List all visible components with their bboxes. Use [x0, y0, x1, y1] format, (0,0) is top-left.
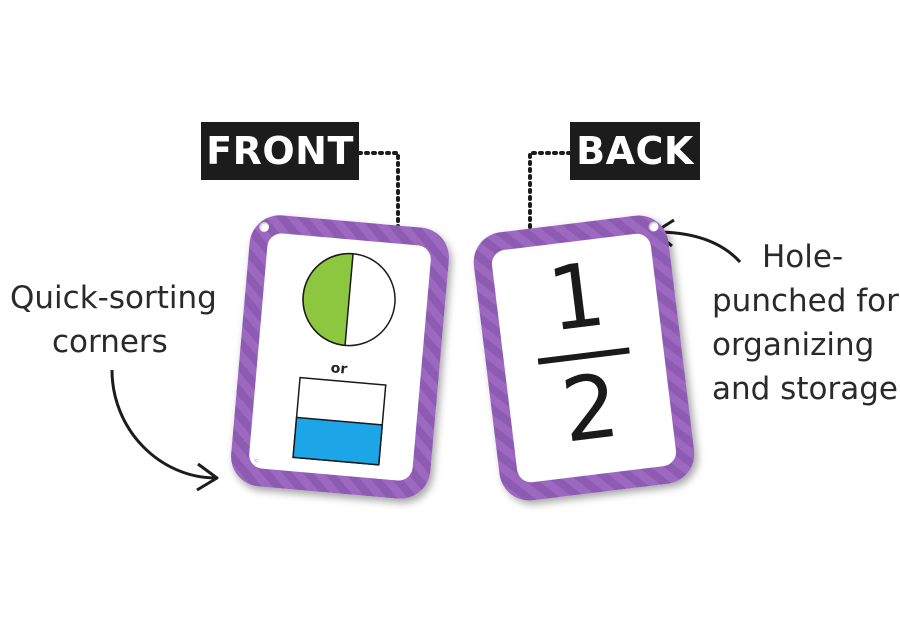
caption-line: organizing	[712, 327, 875, 363]
back-connector-line	[528, 151, 572, 240]
circle-filled-half	[302, 252, 354, 347]
hole-icon	[258, 221, 270, 233]
caption-line: corners	[52, 324, 168, 360]
front-label: FRONT	[201, 122, 359, 180]
quick-sorting-caption: Quick-sorting corners	[10, 276, 230, 364]
back-label: BACK	[570, 122, 700, 180]
front-connector-line	[357, 151, 400, 240]
back-card: 1 2	[470, 212, 698, 504]
curved-arrow-icon	[110, 369, 219, 492]
caption-line: Quick-sorting	[10, 280, 217, 316]
fraction-display: 1 2	[490, 232, 677, 484]
fraction-circle	[292, 252, 396, 466]
front-card: or ©	[228, 212, 452, 502]
front-card-face: or ©	[248, 232, 432, 482]
back-card-face: 1 2	[490, 232, 678, 484]
denominator: 2	[556, 353, 625, 463]
caption-line: Hole-	[762, 239, 844, 275]
hole-icon	[647, 220, 660, 233]
rect-filled-part	[292, 416, 384, 466]
numerator: 1	[542, 242, 611, 352]
caption-line: and storage	[712, 371, 898, 407]
copyright-mark: ©	[254, 457, 259, 465]
caption-line: punched for	[712, 283, 899, 319]
hole-punched-caption: Hole- punched for organizing and storage	[712, 235, 900, 411]
